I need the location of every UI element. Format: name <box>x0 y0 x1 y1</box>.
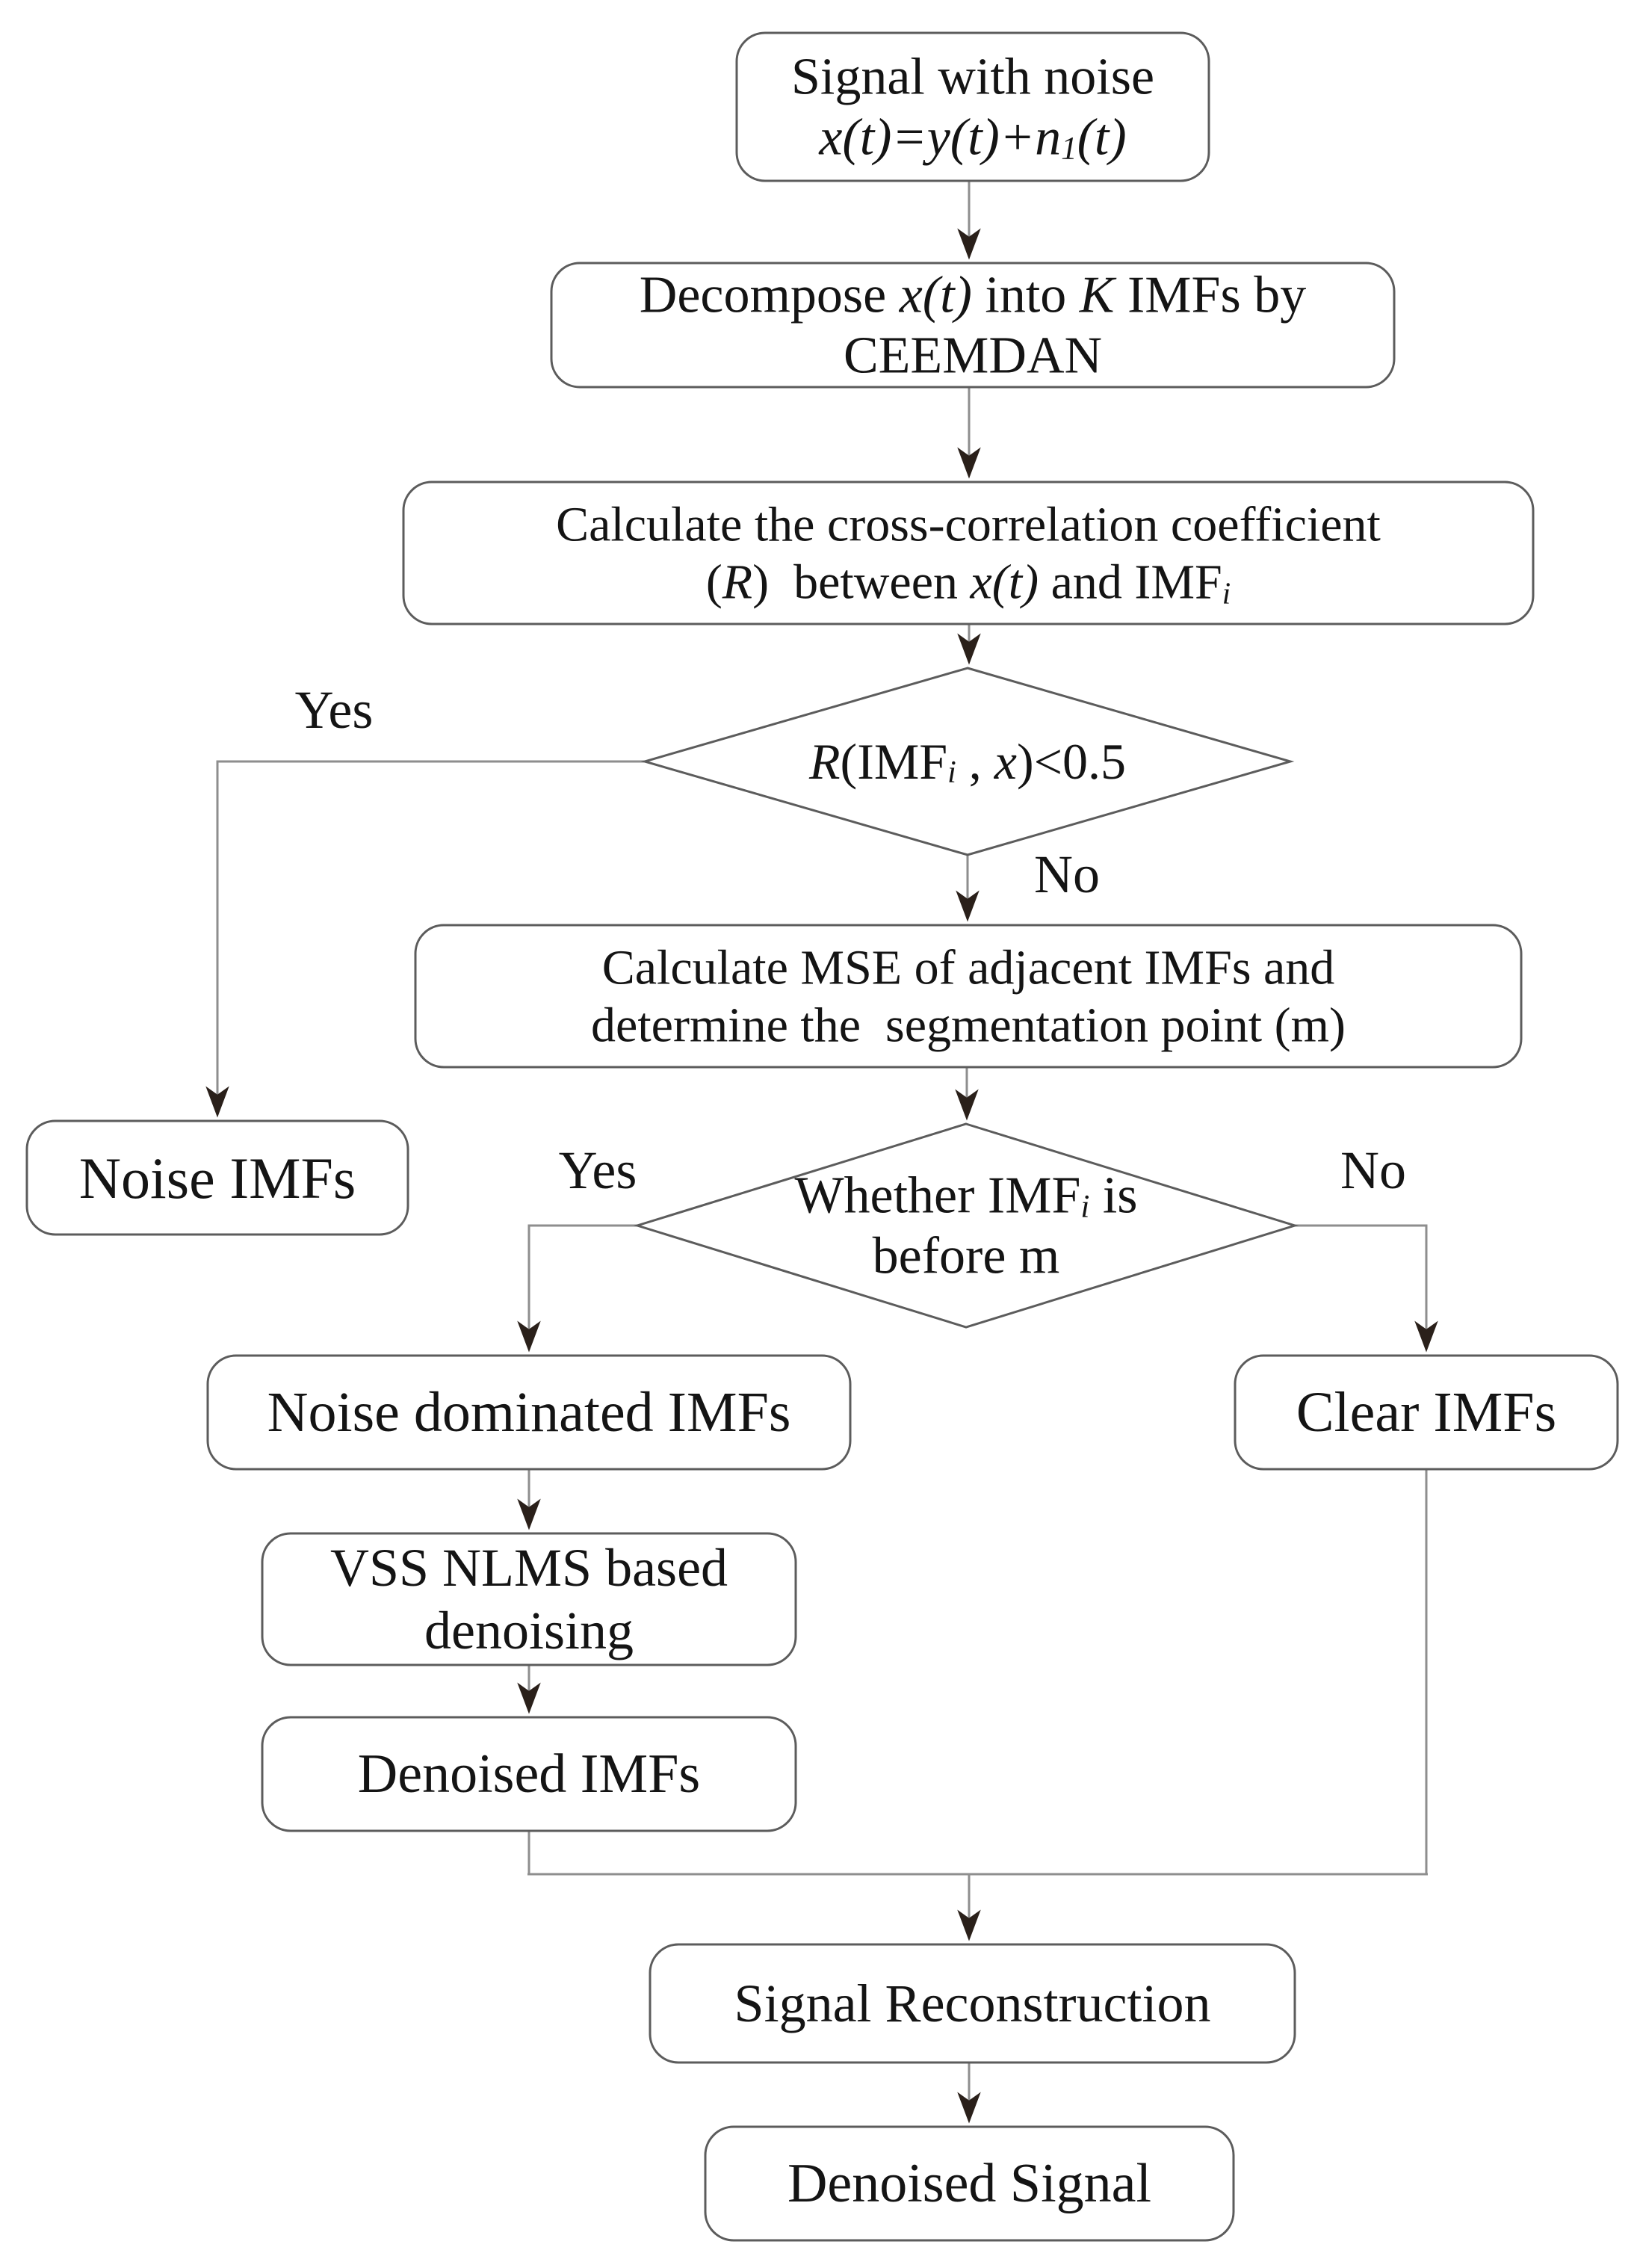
edge-label-decision1-yes: Yes <box>295 680 374 740</box>
node-mse-segmentation: Calculate MSE of adjacent IMFs anddeterm… <box>414 924 1523 1069</box>
node-noise-dominated-imfs: Noise dominated IMFs <box>206 1354 852 1471</box>
cross-correlation-shape <box>402 481 1535 625</box>
before-m-decision-label: Whether IMFi is <box>794 1167 1137 1224</box>
vss-nlms-denoising-shape <box>261 1532 797 1666</box>
r-threshold-decision-shape <box>640 667 1295 856</box>
node-noise-imfs: Noise IMFs <box>25 1119 409 1236</box>
decompose-ceemdan-label: CEEMDAN <box>844 327 1102 384</box>
edge-decision2-yes-to-noise-dominated <box>517 1224 637 1353</box>
node-denoised-signal: Denoised Signal <box>704 2125 1235 2242</box>
clear-imfs-shape <box>1234 1354 1619 1471</box>
denoised-signal-shape <box>704 2125 1235 2242</box>
before-m-decision-shape <box>633 1122 1299 1329</box>
denoised-imfs-shape <box>261 1716 797 1832</box>
r-threshold-decision-label: R(IMFi , x)<0.5 <box>808 733 1126 790</box>
noise-imfs-label: Noise IMFs <box>79 1146 356 1211</box>
cross-correlation-label: Calculate the cross-correlation coeffici… <box>556 497 1381 551</box>
signal-with-noise-label: x(t)=y(t)+n1(t) <box>818 108 1126 166</box>
denoised-imfs-label: Denoised IMFs <box>358 1743 700 1805</box>
edge-label-decision2-yes: Yes <box>559 1140 637 1200</box>
cross-correlation-label: (R) between x(t) and IMFi <box>706 554 1231 611</box>
noise-imfs-shape <box>25 1119 409 1236</box>
mse-segmentation-label: Calculate MSE of adjacent IMFs and <box>602 940 1335 995</box>
vss-nlms-denoising-label: VSS NLMS based <box>330 1538 728 1598</box>
clear-imfs-label: Clear IMFs <box>1296 1381 1556 1444</box>
node-r-threshold-decision: R(IMFi , x)<0.5 <box>640 667 1295 856</box>
edge-decision2-no-to-clear-imfs <box>1295 1224 1438 1353</box>
signal-reconstruction-label: Signal Reconstruction <box>734 1974 1211 2033</box>
edge-label-decision1-no: No <box>1034 844 1100 904</box>
signal-reconstruction-shape <box>649 1943 1296 2064</box>
node-signal-reconstruction: Signal Reconstruction <box>649 1943 1296 2064</box>
mse-segmentation-label: determine the segmentation point (m) <box>591 998 1346 1052</box>
before-m-decision-label: before m <box>873 1227 1060 1285</box>
denoised-signal-label: Denoised Signal <box>787 2153 1151 2214</box>
mse-segmentation-shape <box>414 924 1523 1069</box>
vss-nlms-denoising-label: denoising <box>424 1601 634 1660</box>
node-cross-correlation: Calculate the cross-correlation coeffici… <box>402 481 1535 625</box>
edge-label-decision2-no: No <box>1340 1140 1406 1200</box>
noise-dominated-imfs-shape <box>206 1354 852 1471</box>
node-denoised-imfs: Denoised IMFs <box>261 1716 797 1832</box>
signal-with-noise-shape <box>735 31 1210 182</box>
edge-decision1-yes-to-noise-imfs <box>205 760 645 1118</box>
decompose-ceemdan-shape <box>550 262 1396 389</box>
node-clear-imfs: Clear IMFs <box>1234 1354 1619 1471</box>
decompose-ceemdan-label: Decompose x(t) into K IMFs by <box>640 266 1306 324</box>
signal-with-noise-label: Signal with noise <box>791 48 1154 105</box>
noise-dominated-imfs-label: Noise dominated IMFs <box>267 1381 791 1444</box>
